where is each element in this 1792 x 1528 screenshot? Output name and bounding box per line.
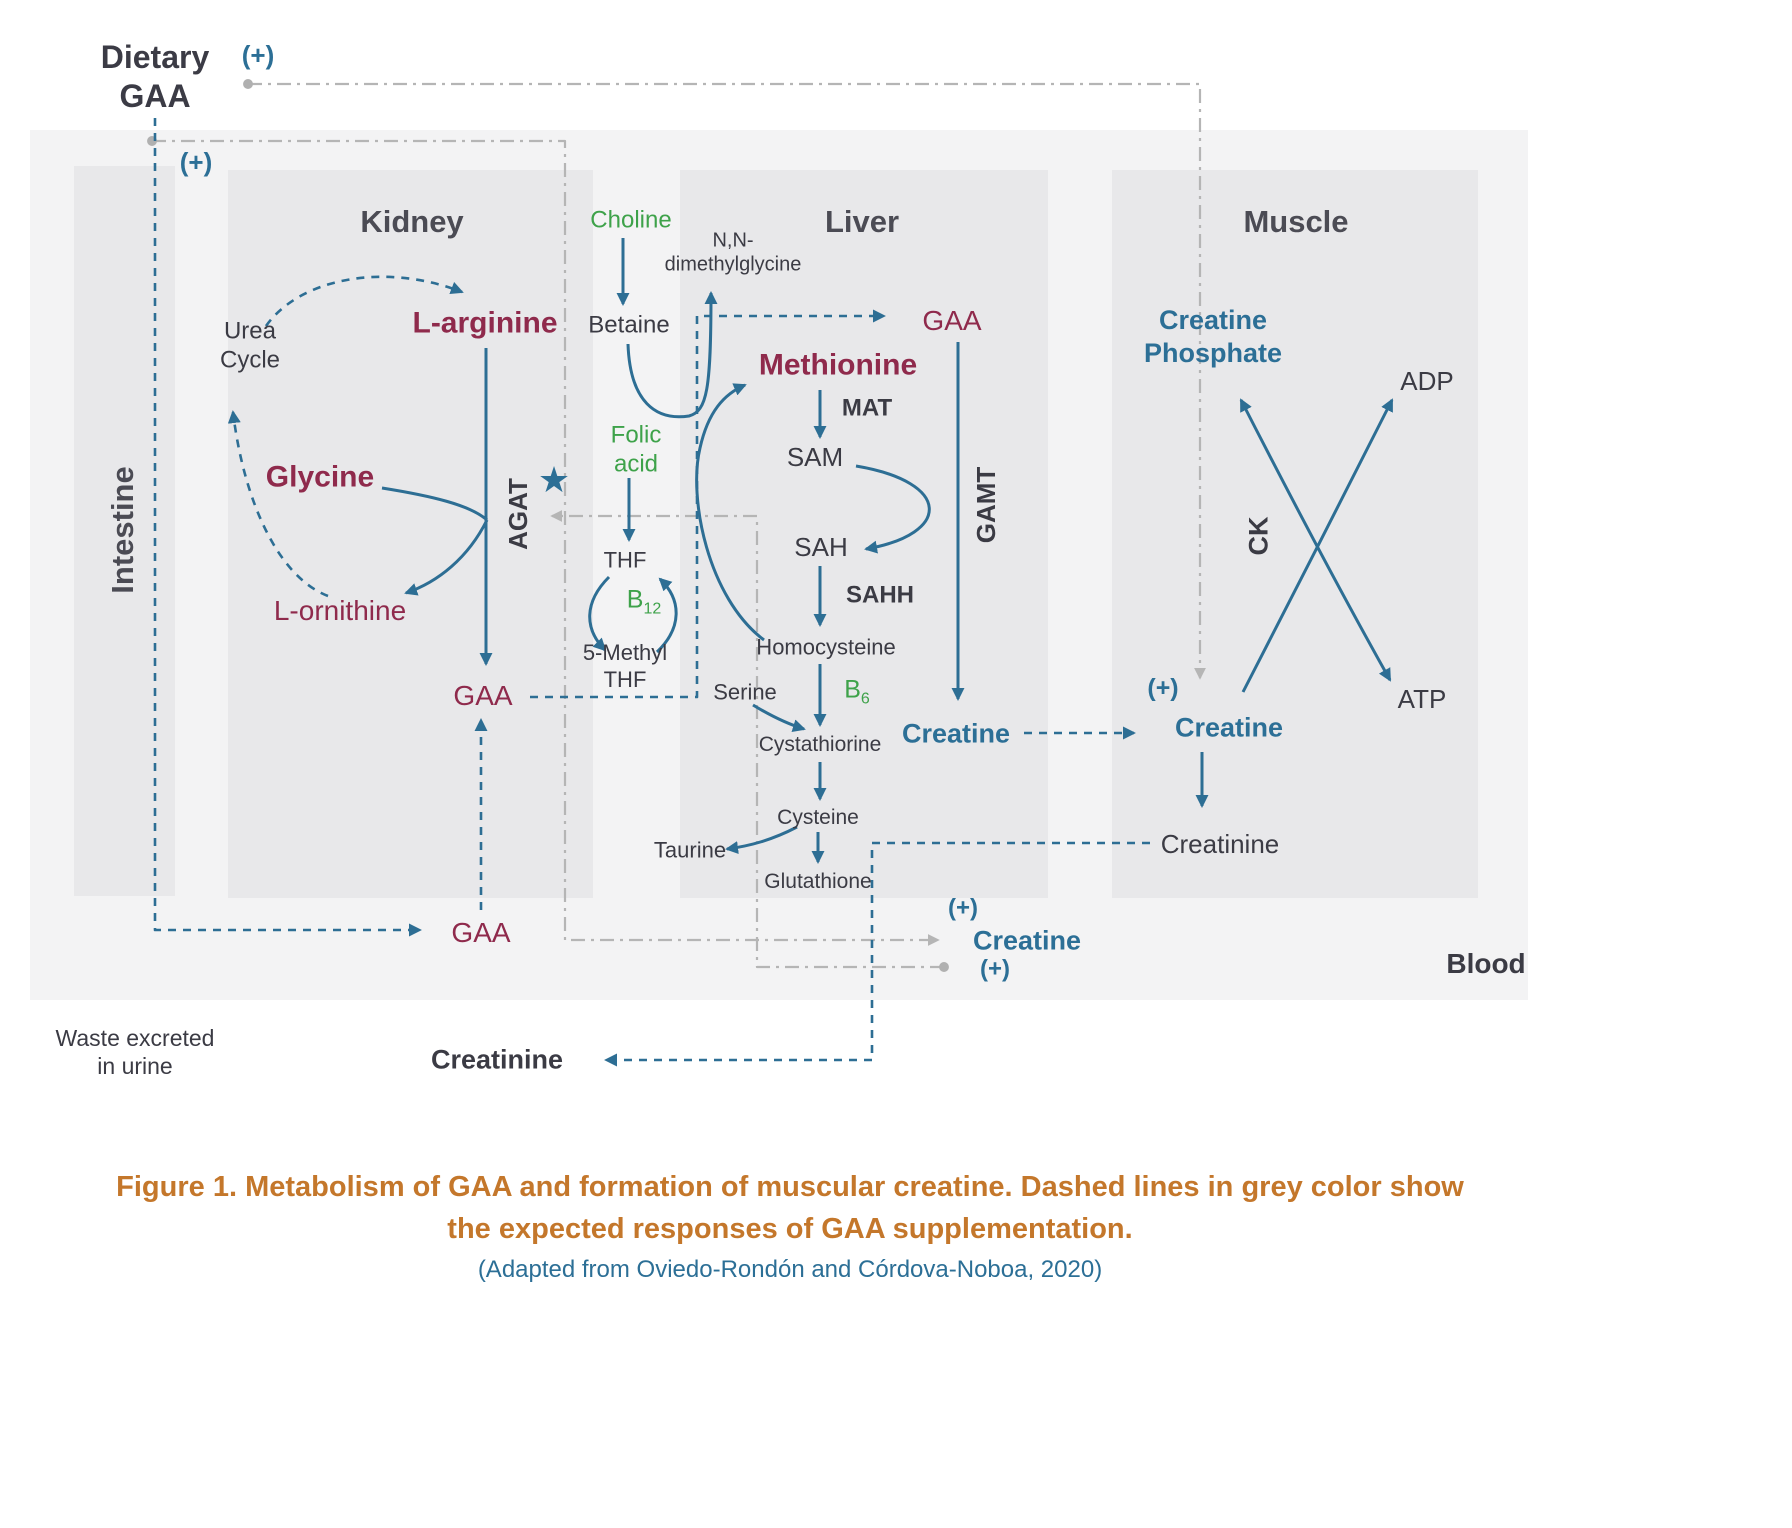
plus-sign-muscle: (+) — [1147, 673, 1179, 702]
intestine-region-title: Intestine — [105, 466, 141, 594]
agat-enzyme-label: AGAT — [503, 478, 534, 550]
muscle-panel — [1112, 170, 1478, 898]
star-icon: ★ — [537, 459, 571, 501]
blood-creatine-label: Creatine — [972, 925, 1082, 956]
b6-base: B — [844, 675, 861, 704]
ck-enzyme-label: CK — [1243, 516, 1274, 556]
waste-excreted-label: Waste excreted in urine — [55, 1024, 215, 1079]
sam-label: SAM — [786, 442, 844, 473]
muscle-creatinine-label: Creatinine — [1160, 829, 1280, 860]
cystathiorine-label: Cystathiorine — [758, 733, 882, 757]
l-arginine-label: L-arginine — [412, 306, 558, 340]
glycine-label: Glycine — [265, 460, 375, 494]
atp-label: ATP — [1397, 684, 1447, 715]
vitamin-b12-label: B12 — [627, 585, 661, 620]
kidney-gaa-label: GAA — [453, 679, 513, 711]
dietary-gaa-label: Dietary GAA — [100, 38, 210, 114]
5-methyl-thf-label: 5-Methyl THF — [582, 640, 668, 692]
b12-base: B — [626, 585, 644, 614]
vitamin-b6-label: B6 — [844, 675, 870, 710]
homocysteine-label: Homocysteine — [756, 634, 896, 660]
liver-region-title: Liver — [824, 204, 900, 240]
mat-enzyme-label: MAT — [841, 394, 893, 422]
betaine-label: Betaine — [588, 311, 670, 339]
plus-sign-intestine: (+) — [179, 147, 213, 178]
b12-subscript: 12 — [643, 600, 662, 618]
blood-region-title: Blood — [1446, 947, 1526, 979]
glutathione-label: Glutathione — [764, 870, 872, 894]
creatine-phosphate-label: Creatine Phosphate — [1143, 305, 1283, 368]
methionine-label: Methionine — [758, 348, 918, 382]
figure-source: (Adapted from Oviedo-Rondón and Córdova-… — [477, 1256, 1103, 1283]
cysteine-label: Cysteine — [777, 806, 859, 830]
plus-sign-blood-creatine-bottom: (+) — [980, 955, 1010, 983]
muscle-region-title: Muscle — [1243, 204, 1349, 240]
choline-label: Choline — [590, 206, 672, 234]
liver-gaa-label: GAA — [922, 304, 982, 336]
figure-caption: Figure 1. Metabolism of GAA and formatio… — [116, 1171, 1464, 1246]
kidney-region-title: Kidney — [360, 204, 464, 240]
urea-cycle-label: Urea Cycle — [219, 317, 281, 374]
sah-label: SAH — [794, 532, 848, 563]
l-ornithine-label: L-ornithine — [273, 594, 407, 626]
dimethylglycine-label: N,N- dimethylglycine — [664, 229, 802, 276]
plus-sign-dietary: (+) — [241, 40, 275, 71]
adp-label: ADP — [1400, 366, 1454, 397]
b6-subscript: 6 — [860, 690, 870, 708]
folic-acid-label: Folic acid — [610, 421, 662, 478]
taurine-label: Taurine — [653, 837, 727, 863]
thf-label: THF — [603, 547, 647, 573]
serine-label: Serine — [713, 679, 777, 705]
kidney-panel — [228, 170, 593, 898]
plus-sign-blood-creatine-top: (+) — [948, 894, 978, 922]
sahh-enzyme-label: SAHH — [845, 581, 915, 609]
gamt-enzyme-label: GAMT — [971, 466, 1002, 544]
liver-creatine-label: Creatine — [901, 718, 1011, 749]
blood-gaa-label: GAA — [451, 916, 511, 948]
muscle-creatine-label: Creatine — [1174, 712, 1284, 743]
excreted-creatinine-label: Creatinine — [430, 1044, 564, 1075]
